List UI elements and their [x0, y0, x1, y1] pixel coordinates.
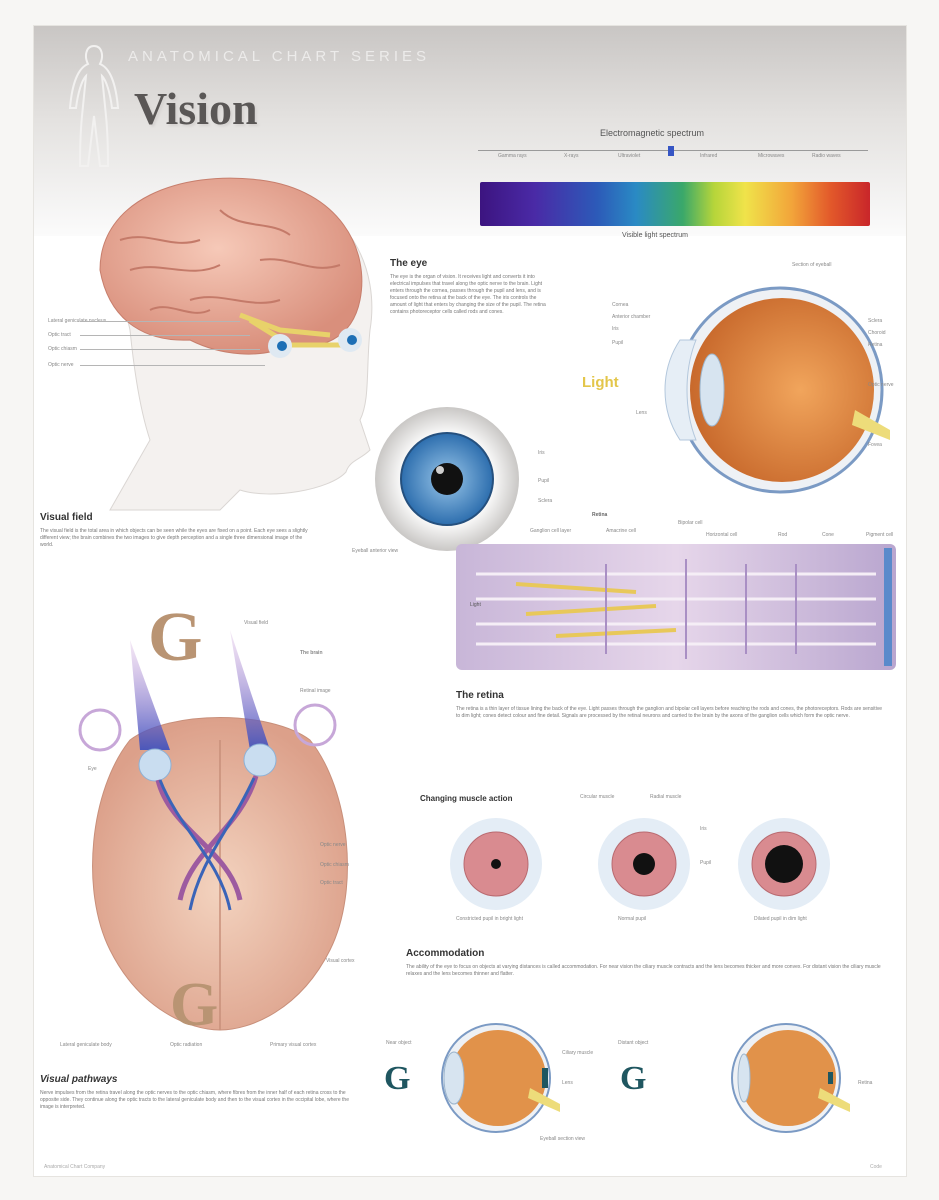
retina-col-label: Ganglion cell layer — [530, 528, 572, 534]
pupil-heading: Changing muscle action — [420, 794, 513, 803]
pupil-label: Pupil — [700, 860, 712, 866]
head-label: Optic tract — [48, 332, 71, 338]
accommodation-label: Lens — [562, 1080, 573, 1086]
ruler-label: Gamma rays — [498, 153, 527, 159]
iris-label: Sclera — [538, 498, 553, 504]
pathway-label: Visual field — [244, 620, 269, 626]
pathway-label: The brain — [300, 650, 323, 656]
iris-label: Iris — [538, 450, 545, 456]
pathway-bottom-label: Primary visual cortex — [270, 1042, 317, 1048]
accommodation-label: Retina — [858, 1080, 873, 1086]
accommodation-caption: Eyeball section view — [540, 1136, 586, 1142]
pupil-label: Radial muscle — [650, 794, 682, 800]
leader-line — [80, 365, 265, 366]
retina-section-label: Retina — [592, 512, 608, 518]
accommodation-label: Ciliary muscle — [562, 1050, 594, 1056]
visible-band-marker — [668, 146, 674, 156]
series-label: ANATOMICAL CHART SERIES — [128, 48, 431, 65]
eye-label: Optic nerve — [868, 382, 894, 388]
retina-col-label: Cone — [822, 532, 834, 538]
near-object-letter: G — [384, 1060, 411, 1097]
eye-label: Iris — [612, 326, 619, 332]
eye-heading: The eye — [390, 258, 428, 269]
pupil-constricted — [450, 818, 542, 910]
eye-body: The eye is the organ of vision. It recei… — [390, 274, 546, 315]
footer-publisher: Anatomical Chart Company — [44, 1164, 106, 1170]
accommodation-body: The ability of the eye to focus on objec… — [406, 964, 881, 977]
head-label: Optic chiasm — [48, 346, 77, 352]
retina-col-label: Bipolar cell — [678, 520, 703, 526]
cortex-image-letter: G — [170, 971, 219, 1039]
eye-label: Pupil — [612, 340, 624, 346]
light-label: Light — [582, 374, 619, 391]
pathways-heading: Visual pathways — [40, 1074, 118, 1085]
ruler-label: Radio waves — [812, 153, 841, 159]
ruler-label: X-rays — [564, 153, 579, 159]
eye-label: Choroid — [868, 330, 886, 336]
head-label: Optic nerve — [48, 362, 74, 368]
retina-col-label: Rod — [778, 532, 788, 538]
eye-label: Anterior chamber — [612, 314, 651, 320]
eye-cross-section — [664, 286, 890, 494]
pathway-label: Eye — [88, 766, 97, 772]
leader-line — [80, 349, 260, 350]
pathway-bottom-label: Lateral geniculate body — [60, 1042, 112, 1048]
visual-field-body: The visual field is the total area in wh… — [40, 528, 308, 548]
pathway-label: Visual cortex — [326, 958, 355, 964]
retina-col-label: Horizontal cell — [706, 532, 738, 538]
pupil-caption: Constricted pupil in bright light — [456, 916, 523, 922]
pupil-normal — [598, 818, 690, 910]
visible-spectrum-bar — [480, 182, 870, 226]
pathway-label: Optic nerve — [320, 842, 346, 848]
visual-field-letter: G — [148, 599, 203, 676]
eye-label: Lens — [636, 410, 647, 416]
retina-col-label: Pigment cell — [866, 532, 894, 538]
head-label: Lateral geniculate nucleus — [48, 318, 107, 324]
spectrum-caption: Visible light spectrum — [622, 232, 689, 239]
retina-col-label: Amacrine cell — [606, 528, 637, 534]
visual-field-heading: Visual field — [40, 512, 93, 523]
retina-light-label: Light — [470, 602, 481, 608]
distant-object-label: Distant object — [618, 1040, 649, 1046]
ruler-label: Microwaves — [758, 153, 785, 159]
spectrum-title: Electromagnetic spectrum — [600, 128, 705, 138]
pupil-label: Iris — [700, 826, 707, 832]
eye-label: Section of eyeball — [792, 262, 832, 268]
iris-label: Pupil — [538, 478, 550, 484]
pathway-label: Retinal image — [300, 688, 331, 694]
accommodation-heading: Accommodation — [406, 948, 485, 959]
eye-label: Sclera — [868, 318, 883, 324]
pathways-body: Nerve impulses from the retina travel al… — [40, 1090, 349, 1110]
leader-line — [80, 321, 240, 322]
eyeball-front-view — [375, 407, 519, 551]
pathway-label: Optic chiasm — [320, 862, 349, 868]
page-title: Vision — [134, 83, 258, 134]
accommodation-eye-distant — [731, 1023, 850, 1133]
pupil-dilated — [738, 818, 830, 910]
eye-label: Retina — [868, 342, 883, 348]
near-object-label: Near object — [386, 1040, 412, 1046]
ruler-label: Infrared — [700, 153, 718, 159]
distant-object-letter: G — [620, 1060, 647, 1097]
pupil-caption: Dilated pupil in dim light — [754, 916, 807, 922]
pupil-label: Circular muscle — [580, 794, 615, 800]
leader-line — [80, 335, 250, 336]
pupil-caption: Normal pupil — [618, 916, 647, 922]
retina-heading: The retina — [456, 690, 504, 701]
retina-cell-layers — [456, 544, 896, 670]
eye-label: Cornea — [612, 302, 629, 308]
iris-caption: Eyeball anterior view — [352, 548, 399, 554]
pathway-bottom-label: Optic radiation — [170, 1042, 203, 1048]
eye-label: Fovea — [868, 442, 882, 448]
footer-code: Code — [870, 1164, 882, 1170]
accommodation-eye-near — [441, 1023, 560, 1133]
human-figure-icon — [68, 44, 120, 167]
visual-pathways-illustration — [78, 630, 348, 1031]
ruler-label: Ultraviolet — [618, 153, 641, 159]
retina-body: The retina is a thin layer of tissue lin… — [456, 706, 883, 719]
pathway-label: Optic tract — [320, 880, 343, 886]
